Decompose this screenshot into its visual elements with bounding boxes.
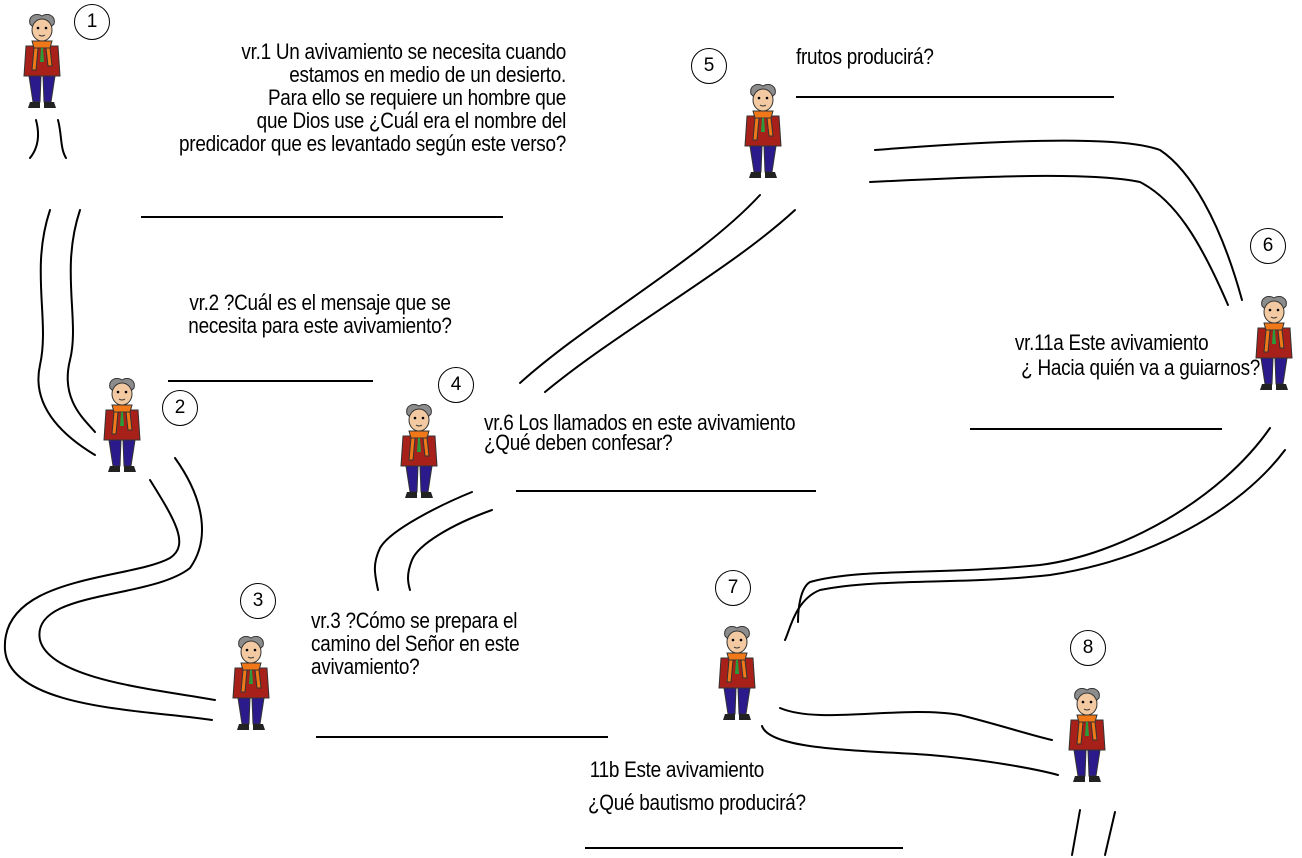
question-3-line-3: avivamiento? [311,654,420,679]
person-figure-3 [232,636,270,731]
question-6-line-2: ¿ Hacia quién va a guiarnos? [1021,355,1260,380]
question-4: vr.6 Los llamados en este avivamiento ¿Q… [484,411,795,454]
question-1: vr.1 Un avivamiento se necesita cuando e… [179,40,566,155]
question-2-line-1: vr.2 ?Cuál es el mensaje que se [189,290,451,315]
question-6-line-1: vr.11a Este avivamiento [1014,330,1209,355]
person-figure-2 [103,378,141,473]
person-figure-4 [400,404,438,499]
question-3-line-1: vr.3 ?Cómo se prepara el [311,608,518,633]
station-number-4: 4 [438,367,474,403]
person-figure-6 [1255,296,1293,391]
person-figure-1 [23,14,61,109]
question-3: vr.3 ?Cómo se prepara el camino del Seño… [311,608,520,679]
answer-line-4[interactable] [516,490,816,492]
question-4-line-1: vr.6 Los llamados en este avivamiento [484,410,796,435]
person-figure-5 [744,84,782,179]
station-number-5: 5 [691,48,727,84]
answer-line-3[interactable] [316,736,608,738]
question-4-line-2: ¿Qué deben confesar? [484,430,673,455]
station-number-6: 6 [1250,228,1286,264]
question-1-line-4: que Dios use ¿Cuál era el nombre del [256,108,567,133]
question-2: vr.2 ?Cuál es el mensaje que se necesita… [139,291,500,337]
person-figure-8 [1068,688,1106,783]
question-7-line-2: ¿Qué bautismo producirá? [588,790,806,815]
answer-line-6[interactable] [970,428,1222,430]
question-6: vr.11a Este avivamiento ¿ Hacia quién va… [1015,331,1260,379]
station-number-3: 3 [240,583,276,619]
question-7: 11b Este avivamiento ¿Qué bautismo produ… [588,758,806,814]
question-5-line-1: frutos producirá? [796,44,934,69]
station-number-2: 2 [162,390,198,426]
station-number-1: 1 [74,4,110,40]
station-number-8: 8 [1070,630,1106,666]
answer-line-7[interactable] [585,847,903,849]
question-1-line-2: estamos en medio de un desierto. [289,62,566,87]
answer-line-1[interactable] [141,216,503,218]
answer-line-2[interactable] [168,380,373,382]
question-1-line-5: predicador que es levantado según este v… [178,131,566,156]
station-number-7: 7 [715,570,751,606]
answer-line-5[interactable] [796,96,1114,98]
question-1-line-1: vr.1 Un avivamiento se necesita cuando [241,39,566,64]
question-2-line-2: necesita para este avivamiento? [188,313,452,338]
question-5: frutos producirá? [796,45,934,68]
question-3-line-2: camino del Señor en este [311,631,520,656]
question-1-line-3: Para ello se requiere un hombre que [267,85,566,110]
person-figure-7 [718,626,756,721]
question-7-line-1: 11b Este avivamiento [589,757,765,782]
